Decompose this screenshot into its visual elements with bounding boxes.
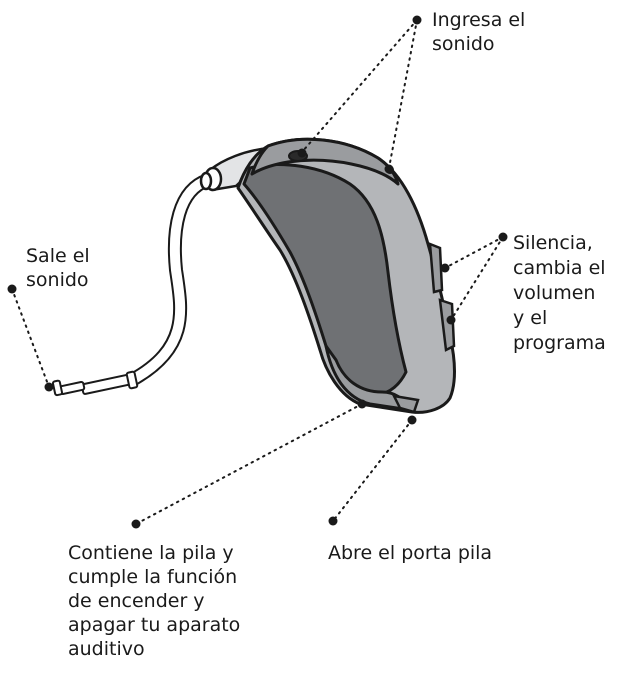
dot-ear-tip — [44, 382, 54, 392]
label-buttons: Silencia, cambia el volumen y el program… — [513, 232, 606, 354]
side-buttons — [428, 242, 456, 352]
dot-button-lower — [446, 315, 456, 325]
label-battery: Contiene la pila y cumple la función de … — [68, 542, 241, 660]
dot-sound-out-label — [7, 284, 17, 294]
dot-door-label — [328, 516, 338, 526]
dot-mic-front — [297, 148, 307, 158]
leader-lines — [11, 19, 504, 525]
dot-buttons-label — [498, 232, 508, 242]
dot-battery-compartment — [357, 399, 367, 409]
ear-tip — [51, 370, 139, 397]
dot-battery-label — [131, 519, 141, 529]
sound-tube — [125, 173, 215, 387]
dot-mic-rear — [384, 164, 394, 174]
leader-dots — [7, 15, 508, 529]
battery-door — [391, 394, 420, 414]
dot-battery-door — [407, 415, 417, 425]
device-body — [236, 137, 456, 414]
dot-button-upper — [440, 263, 450, 273]
label-battery-door: Abre el porta pila — [328, 542, 493, 564]
label-sound-out: Sale el sonido — [26, 245, 90, 291]
dot-sound-in-label — [412, 15, 422, 25]
label-sound-in: Ingresa el sonido — [432, 9, 526, 55]
